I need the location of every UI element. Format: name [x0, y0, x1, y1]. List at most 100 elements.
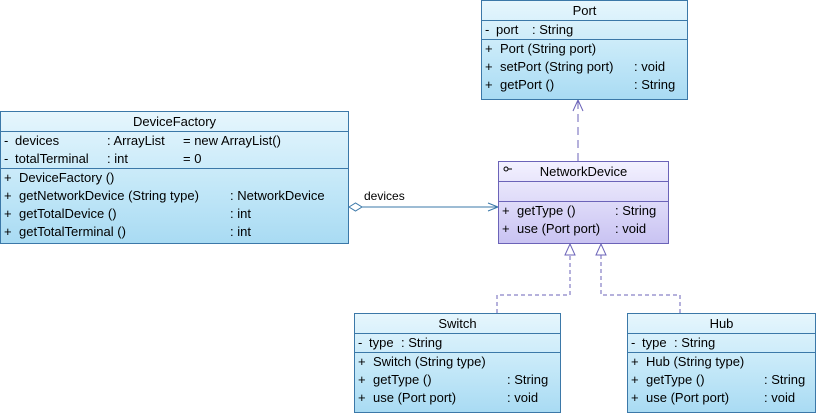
- operation-name: getNetworkDevice (String type): [19, 188, 199, 203]
- visibility-marker: -: [4, 133, 9, 148]
- operation-row: + getNetworkDevice (String type) : Netwo…: [1, 187, 348, 205]
- attributes-hub: - type : String: [628, 333, 815, 352]
- operation-row: + setPort (String port) : void: [482, 58, 687, 76]
- class-name-hub: Hub: [709, 316, 734, 331]
- attribute-type: : String: [674, 335, 716, 350]
- operation-row: + Port (String port): [482, 40, 687, 58]
- operation-return: : String: [507, 372, 549, 387]
- visibility-marker: +: [631, 354, 639, 369]
- operation-name: Switch (String type): [373, 354, 486, 369]
- operation-row: + use (Port port) : void: [499, 220, 668, 238]
- visibility-marker: +: [4, 188, 12, 203]
- realization-arrowhead-switch: [564, 242, 576, 256]
- operation-row: + use (Port port) : void: [355, 389, 560, 407]
- attributes-port: - port : String: [482, 20, 687, 39]
- operation-name: getPort (): [500, 77, 555, 92]
- aggregation-diamond: [348, 202, 363, 212]
- visibility-marker: +: [358, 354, 366, 369]
- association-label-devices: devices: [364, 189, 405, 203]
- operations-hub: + Hub (String type) + getType () : Strin…: [628, 352, 815, 407]
- operation-return: : void: [634, 59, 666, 74]
- visibility-marker: +: [485, 77, 493, 92]
- operation-name: Hub (String type): [646, 354, 745, 369]
- operation-name: getTotalTerminal (): [19, 224, 126, 239]
- attributes-switch: - type : String: [355, 333, 560, 352]
- interface-name-text: NetworkDevice: [539, 164, 628, 179]
- operation-name: getTotalDevice (): [19, 206, 117, 221]
- attribute-row: - port : String: [482, 21, 687, 39]
- operations-network-device: + getType () : String + use (Port port) …: [499, 201, 668, 238]
- visibility-marker: +: [358, 372, 366, 387]
- realization-arrowhead-hub: [595, 242, 607, 256]
- operation-row: + getType () : String: [628, 371, 815, 389]
- operation-row: + use (Port port) : void: [628, 389, 815, 407]
- operation-name: use (Port port): [646, 390, 730, 405]
- class-switch[interactable]: Switch - type : String + Switch (String …: [354, 313, 561, 413]
- attribute-name: type: [642, 335, 667, 350]
- attribute-row: - type : String: [355, 334, 560, 352]
- class-name-device-factory: DeviceFactory: [132, 114, 217, 129]
- dependency-arrowhead: [572, 98, 584, 112]
- operation-name: getType (): [373, 372, 432, 387]
- operations-device-factory: + DeviceFactory () + getNetworkDevice (S…: [1, 168, 348, 241]
- operation-return: : String: [634, 77, 676, 92]
- realization-line-hub: [600, 255, 681, 313]
- visibility-marker: -: [4, 151, 9, 166]
- operations-switch: + Switch (String type) + getType () : St…: [355, 352, 560, 407]
- operation-row: + getPort () : String: [482, 76, 687, 94]
- operation-return: : void: [615, 221, 647, 236]
- class-name-switch: Switch: [438, 316, 477, 331]
- attribute-type: : int: [107, 151, 128, 166]
- interface-circle-icon: [503, 162, 513, 181]
- operation-return: : String: [764, 372, 806, 387]
- operation-row: + getTotalTerminal () : int: [1, 223, 348, 241]
- visibility-marker: -: [485, 22, 490, 37]
- interface-name-network-device: NetworkDevice: [499, 162, 668, 181]
- operation-return: : String: [615, 203, 657, 218]
- operation-row: + Switch (String type): [355, 353, 560, 371]
- attribute-name: totalTerminal: [15, 151, 89, 166]
- operation-return: : int: [230, 224, 251, 239]
- operation-row: + Hub (String type): [628, 353, 815, 371]
- attribute-name: devices: [15, 133, 60, 148]
- operation-return: : void: [764, 390, 796, 405]
- visibility-marker: +: [502, 221, 510, 236]
- class-port[interactable]: Port - port : String + Port (String port…: [481, 0, 688, 100]
- operation-row: + getTotalDevice () : int: [1, 205, 348, 223]
- attribute-row: - totalTerminal : int = 0: [1, 150, 348, 168]
- class-device-factory[interactable]: DeviceFactory - devices : ArrayList = ne…: [0, 111, 349, 244]
- visibility-marker: +: [631, 390, 639, 405]
- visibility-marker: +: [358, 390, 366, 405]
- operation-row: + DeviceFactory (): [1, 169, 348, 187]
- operations-port: + Port (String port) + setPort (String p…: [482, 39, 687, 94]
- interface-network-device[interactable]: NetworkDevice + getType () : String + us…: [498, 161, 669, 244]
- attribute-type: : ArrayList: [107, 133, 165, 148]
- attribute-type: : String: [532, 22, 574, 37]
- attributes-device-factory: - devices : ArrayList = new ArrayList() …: [1, 131, 348, 168]
- attribute-name: type: [369, 335, 394, 350]
- attribute-row: - type : String: [628, 334, 815, 352]
- class-hub[interactable]: Hub - type : String + Hub (String type) …: [627, 313, 816, 413]
- attribute-initial-value: = 0: [183, 151, 202, 166]
- operation-return: : void: [507, 390, 539, 405]
- attribute-row: - devices : ArrayList = new ArrayList(): [1, 132, 348, 150]
- visibility-marker: +: [485, 59, 493, 74]
- operation-return: : NetworkDevice: [230, 188, 325, 203]
- attribute-initial-value: = new ArrayList(): [183, 133, 281, 148]
- operation-name: use (Port port): [517, 221, 601, 236]
- visibility-marker: -: [358, 335, 363, 350]
- operation-row: + getType () : String: [499, 202, 668, 220]
- attribute-name: port: [496, 22, 519, 37]
- visibility-marker: +: [4, 206, 12, 221]
- visibility-marker: +: [502, 203, 510, 218]
- operation-row: + getType () : String: [355, 371, 560, 389]
- operation-name: setPort (String port): [500, 59, 614, 74]
- operation-name: DeviceFactory (): [19, 170, 115, 185]
- visibility-marker: -: [631, 335, 636, 350]
- realization-line-switch: [496, 255, 571, 313]
- visibility-marker: +: [4, 170, 12, 185]
- visibility-marker: +: [631, 372, 639, 387]
- operation-name: use (Port port): [373, 390, 457, 405]
- class-name-port: Port: [572, 3, 597, 18]
